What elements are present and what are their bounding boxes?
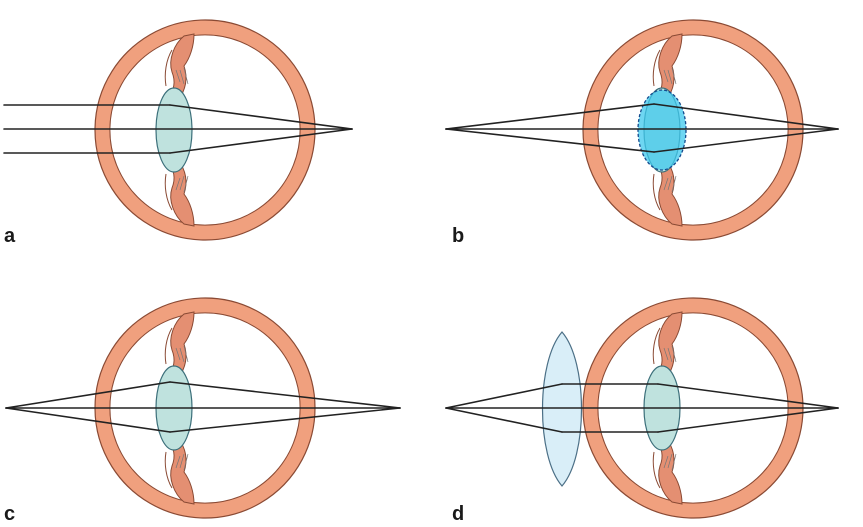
lens-icon bbox=[155, 87, 193, 173]
panel-label-c: c bbox=[4, 503, 15, 525]
panel-d: d bbox=[445, 297, 839, 525]
panel-label-a: a bbox=[4, 225, 16, 247]
light-rays-a bbox=[3, 104, 353, 154]
panel-c: c bbox=[4, 297, 401, 525]
panel-label-d: d bbox=[452, 503, 464, 525]
light-rays-b bbox=[445, 103, 839, 153]
eye-cross-section-a bbox=[94, 19, 316, 241]
light-rays-c bbox=[5, 381, 401, 433]
panel-label-b: b bbox=[452, 225, 464, 247]
convex-lens-icon bbox=[541, 331, 583, 487]
light-rays-d bbox=[445, 383, 839, 433]
panel-a: a bbox=[3, 19, 353, 247]
eye-cross-section-b bbox=[582, 19, 804, 241]
panel-b: b bbox=[445, 19, 839, 247]
